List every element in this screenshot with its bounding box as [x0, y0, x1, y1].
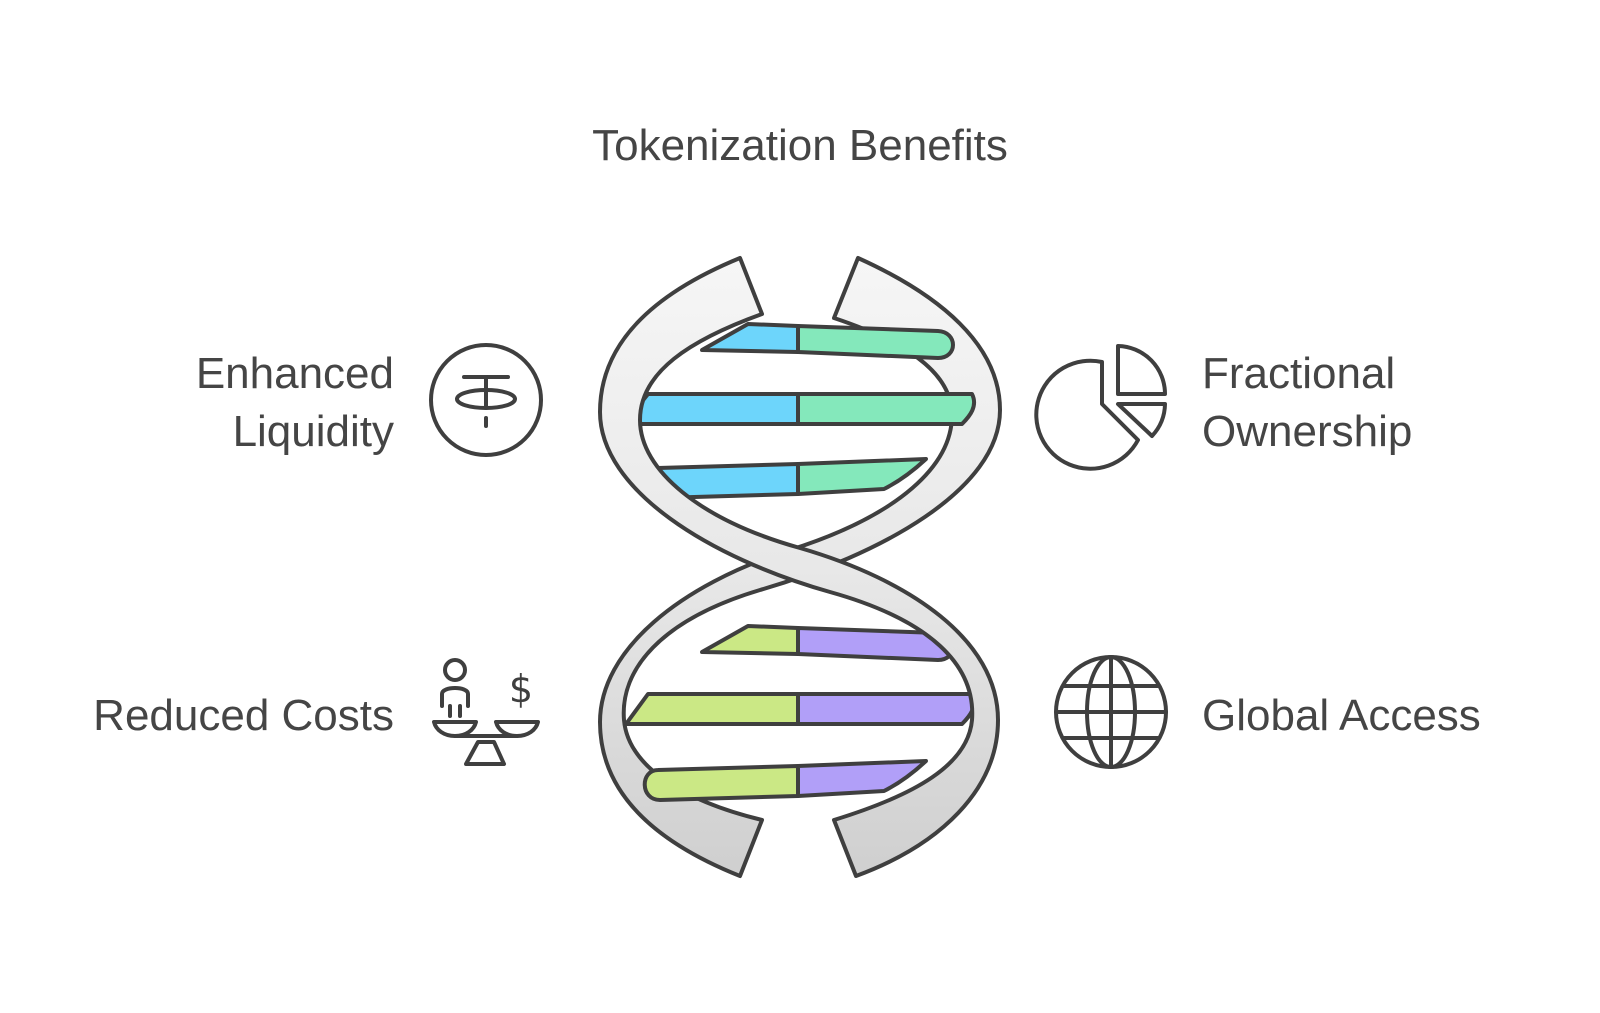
diagram-title: Tokenization Benefits	[592, 121, 1008, 170]
tether-coin-icon	[429, 343, 543, 457]
rung-5	[624, 692, 977, 726]
rung-2	[622, 392, 977, 426]
benefit-label-enhanced-liquidity: Enhanced	[196, 349, 394, 398]
rung-5-left	[624, 692, 800, 726]
benefit-label-line-2: Liquidity	[233, 407, 394, 456]
rung-1-right	[796, 324, 955, 360]
benefit-enhanced-liquidity: Enhanced Liquidity	[196, 343, 543, 457]
rung-3-right	[796, 457, 928, 496]
rung-4	[700, 624, 955, 662]
benefit-label-line-1: Enhanced	[196, 349, 394, 398]
rung-1	[700, 322, 955, 360]
benefit-label-line-2: Ownership	[1202, 407, 1412, 456]
benefit-label-line-1: Fractional	[1202, 349, 1395, 398]
rung-group-lower	[624, 624, 977, 802]
benefit-label-fractional-ownership: Fractional	[1202, 349, 1395, 398]
rung-6-left	[642, 764, 800, 802]
balance-scale-dollar-icon: $	[432, 658, 540, 766]
rung-3	[642, 457, 928, 500]
benefit-label-fractional-ownership-line-2: Ownership	[1202, 407, 1412, 456]
pie-chart-icon	[1034, 344, 1167, 471]
benefit-global-access: Global Access	[1054, 655, 1481, 769]
dollar-sign-icon: $	[509, 667, 533, 711]
globe-icon	[1054, 655, 1168, 769]
rung-2-left	[622, 392, 800, 426]
rung-6	[642, 759, 928, 802]
rung-5-right	[796, 692, 977, 726]
benefit-label-reduced-costs: Reduced Costs	[93, 691, 394, 740]
rung-4-left	[700, 624, 800, 656]
benefit-fractional-ownership: Fractional Ownership	[1034, 344, 1412, 471]
dna-strand-front	[598, 256, 1000, 878]
rung-2-right	[796, 392, 977, 426]
rung-6-right	[796, 759, 928, 798]
benefit-label-enhanced-liquidity-line-2: Liquidity	[233, 407, 394, 456]
benefit-label-global-access: Global Access	[1202, 691, 1481, 740]
benefit-reduced-costs: Reduced Costs $	[93, 658, 540, 766]
dna-helix	[598, 256, 1002, 878]
